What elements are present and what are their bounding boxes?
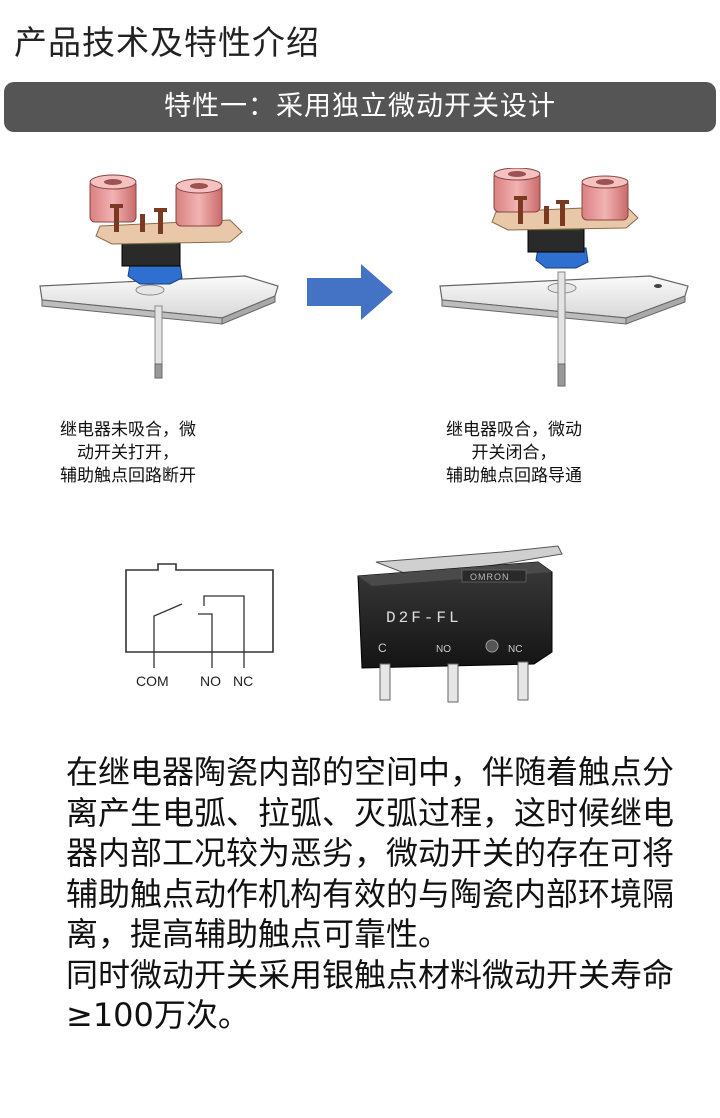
model-text: D2F-FL — [386, 609, 462, 627]
feature-description: 在继电器陶瓷内部的空间中，伴随着触点分离产生电弧、拉弧、灭弧过程，这时候继电器内… — [66, 752, 676, 1036]
page-title: 产品技术及特性介绍 — [14, 23, 320, 62]
pin-label-nc: NC — [233, 673, 253, 689]
state-transition-arrow — [307, 264, 393, 320]
caption-relay-open: 继电器未吸合，微 动开关打开， 辅助触点回路断开 — [28, 419, 228, 488]
marking-c: C — [378, 641, 387, 655]
description-paragraph: 在继电器陶瓷内部的空间中，伴随着触点分离产生电弧、拉弧、灭弧过程，这时候继电器内… — [66, 753, 675, 953]
caption-line: 辅助触点回路断开 — [60, 466, 196, 486]
micro-switch-photo: OMRON D2F-FL C NO NC — [357, 545, 563, 703]
caption-line: 开关闭合， — [471, 443, 557, 463]
marking-nc: NC — [508, 644, 522, 655]
feature-banner-title: 特性一：采用独立微动开关设计 — [164, 91, 556, 122]
feature-banner: 特性一：采用独立微动开关设计 — [4, 82, 716, 132]
caption-line: 继电器吸合，微动 — [446, 420, 582, 440]
caption-relay-closed: 继电器吸合，微动 开关闭合， 辅助触点回路导通 — [414, 419, 614, 488]
switch-schematic: COM NO NC — [125, 563, 274, 689]
brand-text: OMRON — [470, 572, 510, 582]
caption-line: 动开关打开， — [77, 443, 179, 463]
marking-no: NO — [436, 644, 451, 655]
caption-line: 继电器未吸合，微 — [60, 420, 196, 440]
caption-line: 辅助触点回路导通 — [446, 466, 582, 486]
description-paragraph: 同时微动开关采用银触点材料微动开关寿命≥100万次。 — [66, 955, 675, 1035]
relay-closed-illustration — [439, 168, 689, 387]
relay-open-illustration — [39, 174, 279, 379]
pin-label-no: NO — [200, 673, 221, 689]
pin-label-com: COM — [136, 673, 169, 689]
